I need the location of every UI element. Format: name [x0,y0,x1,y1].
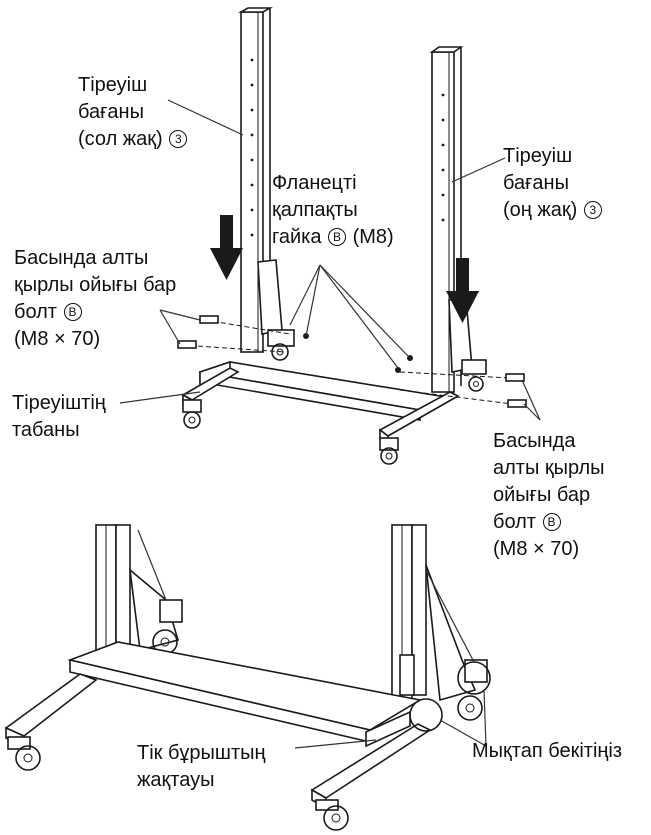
right-post-label: Тіреуіш бағаны (оң жақ) 3 [503,143,603,224]
ref-letter-badge: B [328,228,347,246]
right-bolt-line3: ойығы бар [493,484,591,506]
left-post-line1: Тіреуіш [78,74,148,96]
top-figure [119,7,541,465]
left-bolt-line1: Басында алты [14,247,149,269]
left-bolt-label: Басында алты қырлы ойығы бар болт B (M8 … [14,245,176,353]
bottom-base-frame [4,641,432,831]
left-post-label: Тіреуіш бағаны (сол жақ) 3 [78,72,188,153]
flange-nut-line3: гайка [272,226,322,248]
flange-nut-size: (M8) [352,226,394,248]
top-leaders [119,99,541,421]
square-bracket-line2: жақтауы [137,769,215,791]
right-bolt-label: Басында алты қырлы ойығы бар болт B (M8 … [493,428,605,563]
square-bracket-line1: Тік бұрыштың [137,742,266,764]
ref-letter-badge: B [542,513,561,531]
right-post-line3: (оң жақ) [503,199,578,221]
flange-nut-label: Фланецті қалпақты гайка B (M8) [272,170,394,251]
stand-base-line1: Тіреуіштің [12,392,106,414]
stand-base-line2: табаны [12,419,80,441]
bottom-right-post [391,524,488,721]
left-post-line3: (сол жақ) [78,128,163,150]
right-bolt-line2: алты қырлы [493,457,605,479]
left-bolt-line2: қырлы ойығы бар [14,274,177,296]
ref-number-badge: 3 [169,130,188,148]
top-bolts [177,315,527,408]
right-post-line1: Тіреуіш [503,145,573,167]
ref-letter-badge: B [63,303,82,321]
flange-nut-line2: қалпақты [272,199,358,221]
magnify-circle-icon [409,569,491,747]
left-bolt-line3: болт [14,301,57,323]
right-post [429,46,487,393]
bottom-left-post [95,524,183,671]
down-arrow-icon [210,215,243,280]
ref-number-badge: 3 [583,201,602,219]
tighten-line1: Мықтап бекітіңіз [472,740,623,762]
bottom-figure [4,524,491,831]
top-base-frame [181,360,460,465]
stand-base-label: Тіреуіштің табаны [12,390,106,444]
right-post-line2: бағаны [503,172,569,194]
tighten-label: Мықтап бекітіңіз [472,738,622,765]
left-bolt-line4: (M8 × 70) [14,328,101,350]
right-bolt-line4: болт [493,511,536,533]
down-arrow-icon [446,258,479,323]
right-bolt-line5: (M8 × 70) [493,538,580,560]
flange-nut-line1: Фланецті [272,172,357,194]
right-bolt-line1: Басында [493,430,576,452]
left-post-line2: бағаны [78,101,144,123]
square-bracket-label: Тік бұрыштың жақтауы [137,740,266,794]
